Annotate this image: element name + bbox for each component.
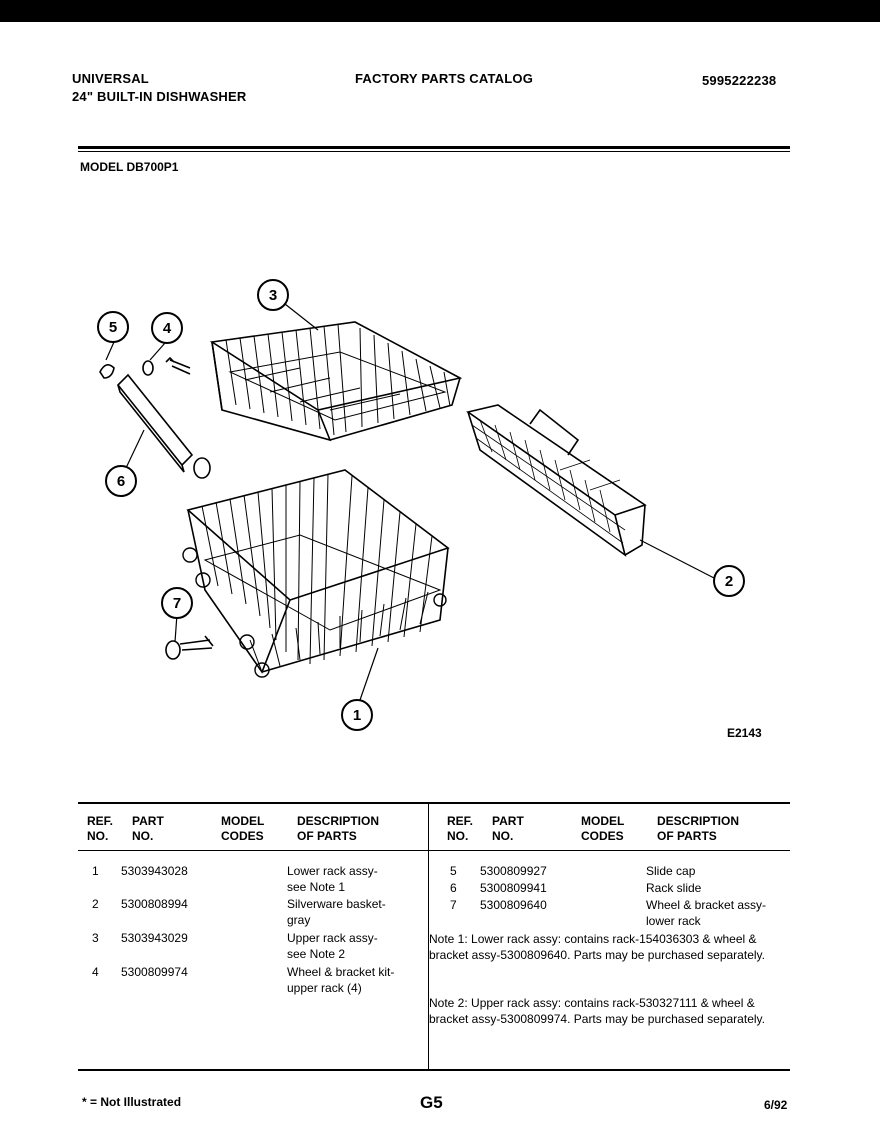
callout-1-circle <box>341 699 373 731</box>
table-divider <box>428 802 429 1070</box>
row-3-ref: 3 <box>92 931 99 945</box>
callout-4-circle <box>151 312 183 344</box>
model-label: MODEL DB700P1 <box>80 160 179 174</box>
header-ref-right: REF.NO. <box>447 814 474 843</box>
note-2: Note 2: Upper rack assy: contains rack-5… <box>429 996 765 1026</box>
row-7-desc: Wheel & bracket assy-lower rack <box>646 898 767 928</box>
row-5-desc: Slide cap <box>646 864 696 878</box>
row-1-desc: Lower rack assy-see Note 1 <box>287 864 378 894</box>
row-2-desc: Silverware basket-gray <box>287 897 386 927</box>
silverware-basket-drawing <box>466 404 647 557</box>
brand-name: UNIVERSAL <box>72 71 149 86</box>
row-3-part: 5303943029 <box>121 931 188 945</box>
table-top-rule <box>78 802 790 804</box>
footer-legend: * = Not Illustrated <box>82 1095 182 1109</box>
callout-7-circle <box>161 587 193 619</box>
row-7-part: 5300809640 <box>480 898 547 912</box>
row-3-desc: Upper rack assy-see Note 2 <box>287 931 378 961</box>
callout-7-label: 7 <box>173 595 181 612</box>
table-bottom-rule <box>78 1069 790 1071</box>
lower-wheel-bracket-drawing <box>165 635 214 660</box>
row-5-ref: 5 <box>450 864 457 878</box>
rack-slide-drawing <box>116 373 194 473</box>
upper-rack-drawing <box>209 321 463 442</box>
row-4-part: 5300809974 <box>121 965 188 979</box>
callout-2-label: 2 <box>725 573 733 590</box>
callout-6-circle <box>105 465 137 497</box>
footer-date: 6/92 <box>764 1098 788 1112</box>
slide-cap-drawing <box>99 364 115 379</box>
callout-2-circle <box>713 565 745 597</box>
upper-wheel-bracket-drawing <box>142 356 191 376</box>
row-2-part: 5300808994 <box>121 897 188 911</box>
callout-6-label: 6 <box>117 473 125 490</box>
table-header-rule <box>78 850 790 851</box>
page-number: G5 <box>420 1093 443 1112</box>
callout-1-label: 1 <box>353 707 361 724</box>
row-1-ref: 1 <box>92 864 99 878</box>
exploded-parts-diagram: 3 5 4 6 7 1 2 <box>97 279 745 731</box>
lower-rack-drawing <box>182 469 450 678</box>
header-ref: REF.NO. <box>87 814 114 843</box>
row-6-desc: Rack slide <box>646 881 702 895</box>
callout-5-label: 5 <box>109 319 117 336</box>
header-rule <box>78 146 790 149</box>
row-4-desc: Wheel & bracket kit-upper rack (4) <box>287 965 395 995</box>
catalog-title: FACTORY PARTS CATALOG <box>355 71 534 86</box>
row-1-part: 5303943028 <box>121 864 188 878</box>
callout-3-circle <box>257 279 289 311</box>
scan-top-edge <box>0 0 880 22</box>
row-6-part: 5300809941 <box>480 881 547 895</box>
catalog-number: 5995222238 <box>702 73 777 88</box>
row-6-ref: 6 <box>450 881 457 895</box>
row-7-ref: 7 <box>450 898 457 912</box>
row-4-ref: 4 <box>92 965 99 979</box>
callout-5-circle <box>97 311 129 343</box>
callout-4-label: 4 <box>163 320 172 337</box>
row-2-ref: 2 <box>92 897 99 911</box>
row-5-part: 5300809927 <box>480 864 547 878</box>
note-1: Note 1: Lower rack assy: contains rack-1… <box>429 932 765 962</box>
product-title: 24" BUILT-IN DISHWASHER <box>72 89 247 104</box>
figure-code: E2143 <box>727 726 762 740</box>
header-rule-thin <box>78 151 790 152</box>
callout-3-label: 3 <box>269 287 277 304</box>
slide-end-cap-drawing <box>193 457 211 479</box>
